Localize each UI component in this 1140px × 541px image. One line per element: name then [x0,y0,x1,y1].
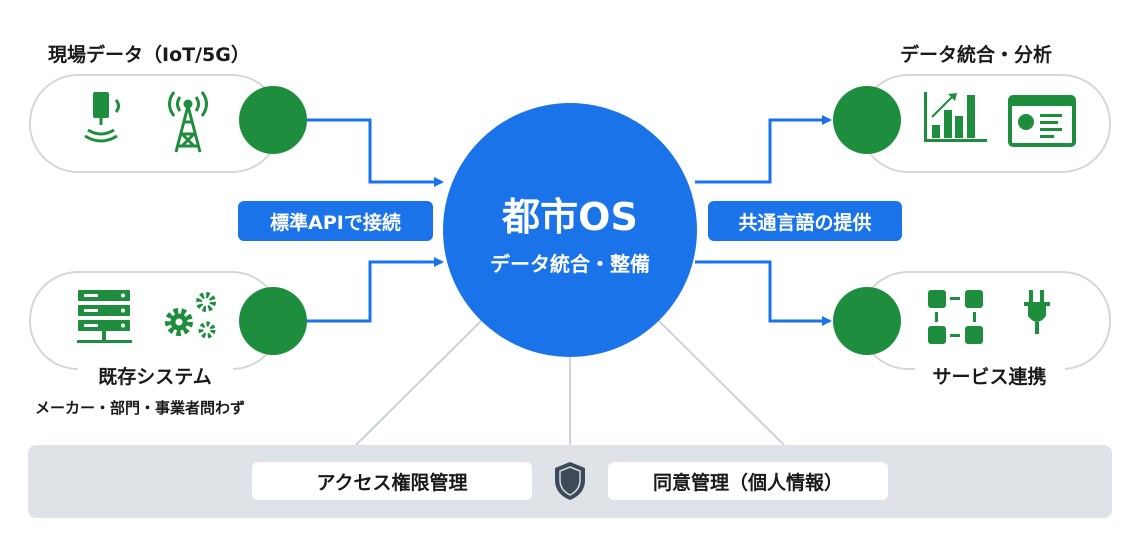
bar-chart-icon [924,92,987,142]
antenna-tower-icon [168,91,208,153]
analytics-label: データ統合・分析 [900,44,1053,66]
network-blocks-icon [928,290,983,344]
standard-api-tag: 標準APIで接続 [238,201,433,241]
governance-lines [355,319,785,446]
service-node [833,287,901,355]
city-os-circle [443,103,697,357]
iot-node [239,86,307,154]
legacy-node [239,287,307,355]
city-os-title: 都市OS [502,195,638,239]
legacy-label: 既存システム [98,366,212,388]
arrow-iot-to-os [305,118,444,187]
consent-management-box: 同意管理（個人情報） [608,462,888,500]
dashboard-icon [1008,95,1076,147]
access-control-box: アクセス権限管理 [252,462,532,500]
arrow-legacy-to-os [305,257,444,323]
analytics-node [833,86,901,154]
server-icon [77,290,132,343]
plug-icon [1024,290,1050,334]
common-language-tag: 共通言語の提供 [708,201,902,241]
service-label: サービス連携 [932,366,1047,388]
arrow-os-to-analytics [695,115,832,184]
gears-icon [165,292,216,339]
sensor-icon [84,92,120,143]
arrow-os-to-service [695,260,832,326]
legacy-sublabel: メーカー・部門・事業者問わず [35,399,246,417]
city-os-subtitle: データ統合・整備 [490,252,650,276]
iot-label: 現場データ（IoT/5G） [48,44,250,66]
shield-icon [555,462,585,500]
